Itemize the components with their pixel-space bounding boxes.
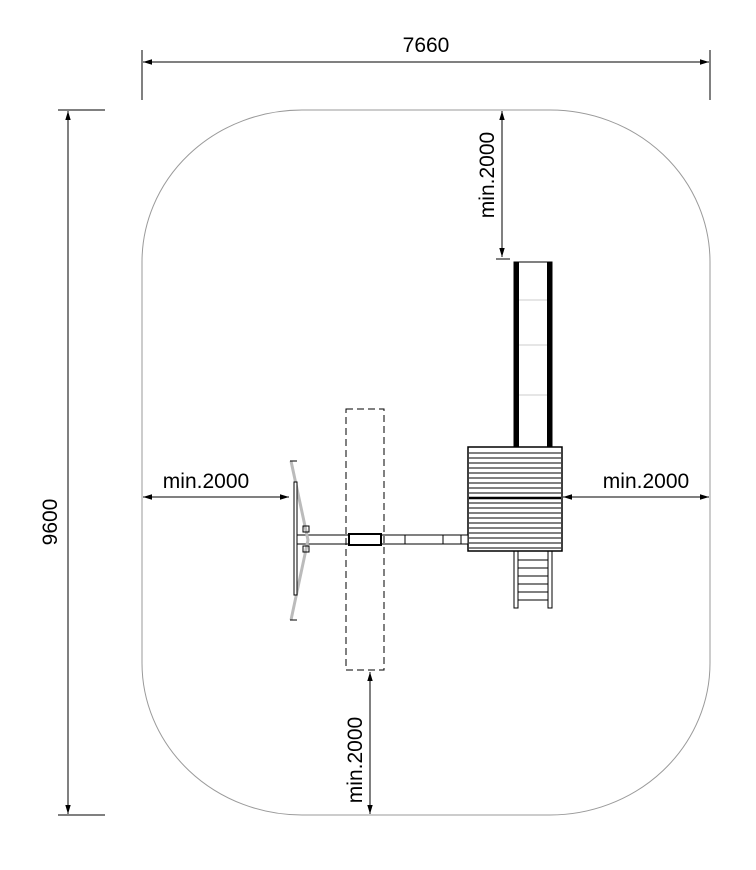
slide: [513, 261, 553, 448]
clearance-bottom-label: min.2000: [344, 717, 367, 803]
clearance-bottom-dimension: min.2000: [344, 672, 373, 814]
clearance-top-dimension: min.2000: [476, 111, 510, 260]
clearance-left-label: min.2000: [163, 470, 249, 493]
clearance-left-dimension: min.2000: [143, 470, 289, 500]
swing-seat: [348, 533, 382, 546]
swing-beam: [296, 534, 469, 545]
width-dimension: 7660: [141, 34, 711, 100]
swing-a-frame: [289, 460, 310, 621]
height-label: 9600: [39, 499, 62, 546]
swing-motion-zone: [345, 408, 385, 671]
safety-zone-boundary: [141, 109, 711, 816]
height-dimension: 9600: [39, 109, 105, 816]
width-label: 7660: [403, 34, 450, 57]
clearance-right-dimension: min.2000: [563, 470, 709, 500]
clearance-top-label: min.2000: [476, 132, 499, 218]
clearance-right-label: min.2000: [603, 470, 689, 493]
ladder: [513, 550, 553, 609]
platform-deck: [467, 446, 563, 552]
